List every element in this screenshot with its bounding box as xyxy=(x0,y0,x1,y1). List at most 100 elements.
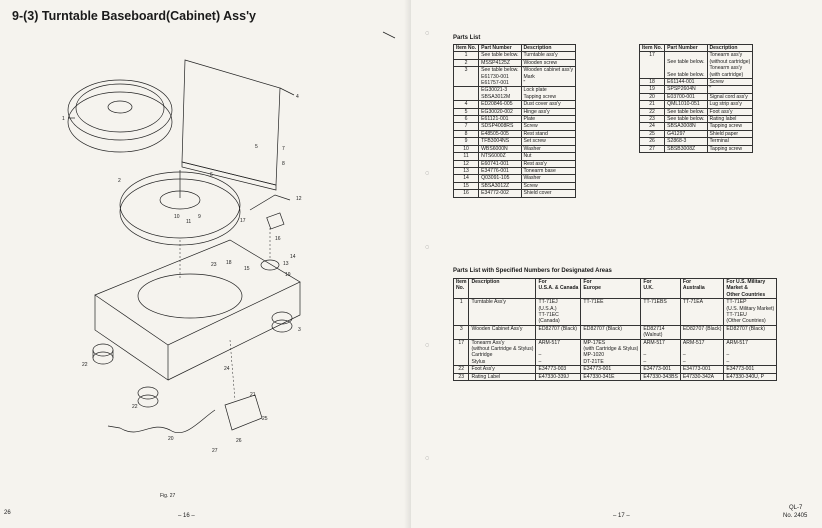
part-number: See table below. See table below. xyxy=(664,51,708,80)
item-number: 2 xyxy=(452,58,480,68)
item-number: 18 xyxy=(638,78,666,87)
col-description: Description xyxy=(520,43,577,53)
specified-cell-desc: Foot Ass'y xyxy=(468,365,537,374)
part-number: ED20846-005 xyxy=(478,100,522,109)
specified-col-header: For U.S. Military Market & Other Countri… xyxy=(723,277,778,300)
page-title: 9-(3) Turntable Baseboard(Cabinet) Ass'y xyxy=(12,9,256,23)
parts-list-title: Parts List xyxy=(453,35,481,41)
document-number: No. 2405 xyxy=(783,513,808,519)
specified-cell-other: E47330-340U, P xyxy=(723,372,778,382)
item-number: 27 xyxy=(638,144,666,154)
specified-cell-usa: ARM-517 – – xyxy=(535,338,582,367)
part-number: MSSP4125Z xyxy=(478,58,522,68)
parts-table-2-row: 17 See table below. See table below.Tone… xyxy=(638,51,754,80)
svg-text:2: 2 xyxy=(118,178,121,184)
page-number-left: – 16 – xyxy=(178,513,195,519)
specified-cell-desc: Turntable Ass'y xyxy=(468,298,537,326)
part-number: EG30021-3 SBSA3012M xyxy=(478,86,522,102)
svg-text:10: 10 xyxy=(174,214,180,220)
part-description: Screw xyxy=(706,78,754,87)
specified-col-header: Item No. xyxy=(452,277,470,300)
svg-text:23: 23 xyxy=(211,262,217,268)
part-number: WBS6000N xyxy=(478,144,522,154)
svg-text:7: 7 xyxy=(282,146,285,152)
specified-cell-aus: E47330-342A xyxy=(679,372,725,382)
platter xyxy=(67,79,173,141)
binder-hole-mark: ◌ xyxy=(425,455,430,462)
svg-text:1: 1 xyxy=(62,116,65,122)
part-number: See table below. xyxy=(664,115,708,124)
specified-cell-item: 23 xyxy=(452,372,470,382)
part-number: S2868-3 xyxy=(664,137,708,146)
item-number: 25 xyxy=(638,129,666,139)
item-number: 26 xyxy=(638,137,666,146)
specified-cell-europe: E34773-001 xyxy=(580,365,642,374)
item-number: 5 xyxy=(452,107,480,117)
specified-cell-uk: E34773-001 xyxy=(640,365,681,374)
specified-cell-aus: TT-71EA xyxy=(679,298,725,326)
part-description: Washer xyxy=(520,174,577,183)
specified-cell-aus: ARM-517 – – xyxy=(679,338,725,367)
edge-number: 26 xyxy=(4,510,11,516)
part-description: Shield cover xyxy=(520,189,577,198)
specified-cell-item: 22 xyxy=(452,365,470,374)
part-number: Q03091-105 xyxy=(478,174,522,183)
item-number: 13 xyxy=(452,166,480,176)
part-description: Tapping screw xyxy=(706,144,754,154)
item-number: 17 xyxy=(638,51,666,80)
binder-hole-mark: ◌ xyxy=(425,244,430,251)
specified-col-header: For U.S.A. & Canada xyxy=(535,277,582,300)
part-description: Foot ass'y xyxy=(706,107,754,117)
specified-cell-other: ED82707 (Black) xyxy=(723,324,778,340)
part-description: " xyxy=(706,85,754,94)
part-description: Lug strip ass'y xyxy=(706,100,754,109)
svg-text:21: 21 xyxy=(250,392,256,398)
part-number: E61121-001 xyxy=(478,115,522,124)
specified-col-header: For Australia xyxy=(679,277,725,300)
svg-text:27: 27 xyxy=(212,448,218,454)
part-number: EG30020-002 xyxy=(478,107,522,117)
specified-parts-title: Parts List with Specified Numbers for De… xyxy=(453,268,612,274)
part-description: Signal cord ass'y xyxy=(706,92,754,102)
specified-cell-other: TT-71EP (U.S. Military Market) TT-71EU (… xyxy=(723,298,778,326)
item-number: 21 xyxy=(638,100,666,109)
part-description: Turntable ass'y xyxy=(520,51,577,60)
item-number: 20 xyxy=(638,92,666,102)
specified-cell-item: 3 xyxy=(452,324,470,340)
svg-text:15: 15 xyxy=(244,266,250,272)
part-number: E61144-001 xyxy=(664,78,708,87)
part-description: Tapping screw xyxy=(706,122,754,131)
item-number: 14 xyxy=(452,174,480,183)
specified-cell-usa: E47330-339J xyxy=(535,372,582,382)
part-description: Dust cover ass'y xyxy=(520,100,577,109)
item-number: 19 xyxy=(638,85,666,94)
part-description: Tonearm base xyxy=(520,166,577,176)
part-number: SBSA3012Z xyxy=(478,181,522,191)
item-number: 24 xyxy=(638,122,666,131)
item-number: 16 xyxy=(452,189,480,198)
specified-cell-uk: E47330-343BS xyxy=(640,372,681,382)
left-page: 9-(3) Turntable Baseboard(Cabinet) Ass'y xyxy=(4,9,396,519)
svg-text:17: 17 xyxy=(240,218,246,224)
svg-text:16: 16 xyxy=(275,236,281,242)
item-number: 10 xyxy=(452,144,480,154)
parts-list-table-2: Item No. Part Number Description 17 See … xyxy=(638,43,754,154)
part-description: Tonearm ass'y (without cartridge) Tonear… xyxy=(706,51,754,80)
part-description: Rating label xyxy=(706,115,754,124)
part-description: Plate xyxy=(520,115,577,124)
specified-cell-europe: MP-17ES (with Cartridge & Stylus) MP-102… xyxy=(580,338,642,367)
